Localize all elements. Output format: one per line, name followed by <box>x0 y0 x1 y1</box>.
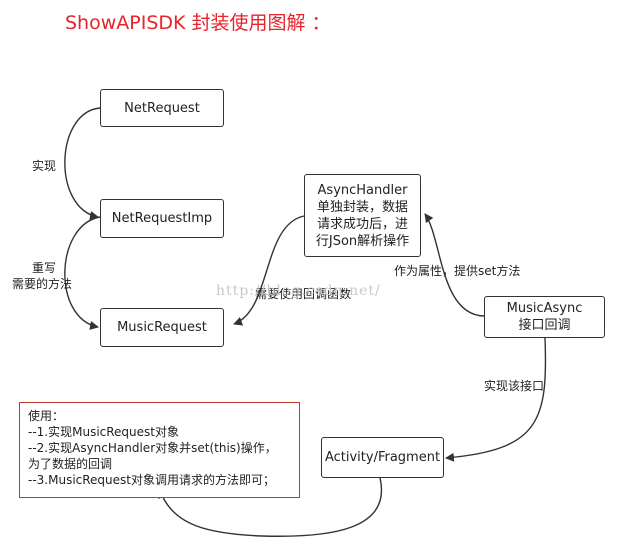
node-music-async-line-2: 接口回调 <box>518 318 571 333</box>
node-activity-fragment-label: Activity/Fragment <box>324 450 441 465</box>
node-async-handler-line-2: 单独封装，数据 <box>316 199 408 215</box>
node-music-async-line-1: MusicAsync <box>506 301 583 316</box>
node-activity-fragment: Activity/Fragment <box>321 437 444 478</box>
edge-netrequestimp-to-musicrequest <box>64 216 101 330</box>
usage-note-line-2: --2.实现AsyncHandler对象并set(this)操作， <box>28 441 277 455</box>
usage-note-line-3: 为了数据的回调 <box>28 457 113 471</box>
usage-note-line-1: --1.实现MusicRequest对象 <box>28 425 179 439</box>
edge-musicasync-to-asynchandler <box>424 213 485 317</box>
edge-asynchandler-to-musicrequest <box>233 215 305 326</box>
page-title: ShowAPISDK 封装使用图解 ： <box>65 12 331 34</box>
edge-activity-to-note <box>158 477 383 537</box>
edge-label-as-property: 作为属性，提供set方法 <box>394 264 521 278</box>
edge-label-implement-interface: 实现该接口 <box>484 379 545 393</box>
usage-note-line-4: --3.MusicRequest对象调用请求的方法即可； <box>28 473 275 487</box>
edge-label-override-line-2: 需要的方法 <box>12 277 73 291</box>
node-music-request: MusicRequest <box>100 308 224 347</box>
edge-musicasync-to-activity <box>445 337 547 462</box>
node-music-request-label: MusicRequest <box>117 320 207 335</box>
edge-label-override-line-1: 重写 <box>32 261 57 275</box>
node-async-handler-line-3: 请求成功后，进 <box>316 216 408 232</box>
watermark: http://blog.csdn.net/ <box>216 283 381 299</box>
node-async-handler-line-1: AsyncHandler <box>317 182 408 198</box>
node-music-async: MusicAsync 接口回调 <box>484 296 605 338</box>
node-async-handler: AsyncHandler 单独封装，数据 请求成功后，进 行JSon解析操作 <box>304 174 421 257</box>
node-net-request-label: NetRequest <box>124 100 200 116</box>
node-net-request-imp-label: NetRequestImp <box>111 211 213 226</box>
usage-note: 使用： --1.实现MusicRequest对象 --2.实现AsyncHand… <box>19 402 300 498</box>
edge-label-implement: 实现 <box>32 159 57 173</box>
edge-netrequest-to-netrequestimp <box>64 107 101 220</box>
node-async-handler-line-4: 行JSon解析操作 <box>315 233 410 249</box>
node-net-request: NetRequest <box>100 89 224 127</box>
node-net-request-imp: NetRequestImp <box>100 199 224 238</box>
usage-note-heading: 使用： <box>28 409 65 423</box>
edge-label-need-callback: 需要使用回调函数 <box>255 287 352 301</box>
